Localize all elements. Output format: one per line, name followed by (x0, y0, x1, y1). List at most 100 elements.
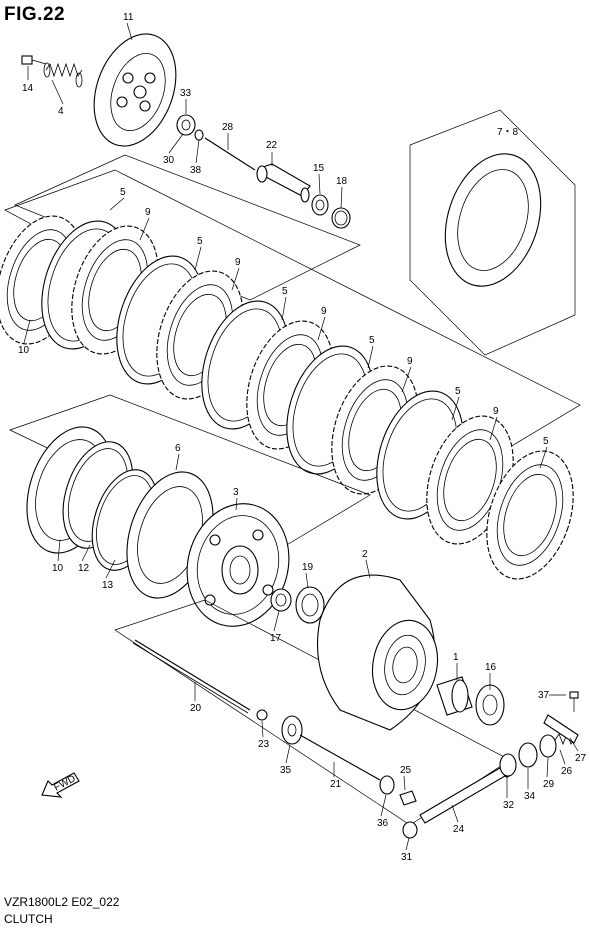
bolt-37 (569, 691, 579, 699)
needle-bearing-19 (295, 586, 325, 624)
sleeve-1 (436, 676, 473, 716)
callout-26: 26 (561, 766, 573, 777)
callout-36: 36 (377, 818, 389, 829)
leader-line (405, 837, 410, 851)
leader-line (168, 133, 184, 154)
callout-5-e: 5 (455, 386, 461, 397)
leader-line (367, 345, 374, 369)
leader-line (195, 139, 200, 164)
leader-line (51, 79, 64, 105)
push-rod-21 (299, 734, 381, 781)
leader-line (340, 186, 343, 209)
callout-leader-lines (23, 22, 579, 851)
leader-line (401, 366, 412, 393)
seal-35 (281, 715, 303, 745)
callout-29: 29 (543, 779, 555, 790)
fwd-arrow-icon: FWD (41, 772, 80, 798)
spring-26 (554, 732, 576, 746)
release-mechanism (132, 639, 579, 839)
callout-23: 23 (258, 739, 270, 750)
callout-4: 4 (58, 106, 64, 117)
figure-title: FIG.22 (4, 4, 66, 25)
leader-line (403, 775, 406, 791)
callout-27: 27 (575, 753, 587, 764)
leader-line (139, 217, 150, 241)
lever-27 (543, 714, 579, 744)
callout-1: 1 (453, 652, 459, 663)
callout-33: 33 (180, 88, 192, 99)
callout-35: 35 (280, 765, 292, 776)
release-shaft-24 (419, 760, 512, 824)
leader-line (81, 544, 91, 562)
callout-5-d: 5 (369, 335, 375, 346)
callout-19: 19 (302, 562, 314, 573)
leader-line (285, 744, 291, 764)
leader-line (194, 246, 202, 271)
leader-line (105, 559, 116, 579)
leader-line (57, 539, 61, 562)
ball-23 (256, 709, 268, 721)
callout-22: 22 (266, 140, 278, 151)
callout-11: 11 (123, 12, 134, 23)
leader-line (305, 572, 309, 589)
washer-34 (518, 742, 538, 768)
lower-plate-group (9, 394, 371, 627)
leader-line (23, 319, 31, 344)
callout-labels: 11 14 4 33 30 38 28 22 15 18 7・8 5 9 5 9… (18, 12, 587, 863)
callout-9-c: 9 (321, 306, 327, 317)
callout-30: 30 (163, 155, 175, 166)
leader-line (451, 804, 459, 823)
leader-line (235, 497, 238, 511)
callout-9-d: 9 (407, 356, 413, 367)
primary-driven-gear-2 (317, 574, 439, 731)
ball-38 (194, 129, 204, 141)
leader-line (569, 737, 579, 752)
callout-31: 31 (401, 852, 413, 863)
leader-line (451, 396, 460, 421)
callout-9-b: 9 (235, 257, 241, 268)
spring-4 (43, 62, 83, 88)
inset-plate-7-8 (409, 109, 576, 356)
callout-9-a: 9 (145, 207, 151, 218)
push-rod-20 (134, 639, 251, 711)
fwd-label: FWD (52, 773, 77, 793)
leader-line (231, 267, 240, 291)
figure-code: VZR1800L2 E02_022 (4, 895, 120, 909)
callout-15: 15 (313, 163, 325, 174)
bearing-15 (311, 194, 329, 216)
leader-line (126, 22, 133, 41)
leader-line (175, 453, 180, 471)
clutch-hub-3 (186, 503, 290, 627)
leader-line (109, 197, 125, 211)
callout-32: 32 (503, 800, 515, 811)
callout-16: 16 (485, 662, 497, 673)
rod-28 (204, 137, 256, 171)
figure-name: CLUTCH (4, 912, 53, 926)
callout-38: 38 (190, 165, 202, 176)
bearing-32 (499, 753, 517, 777)
upper-plate-stack (0, 169, 581, 580)
callout-3: 3 (233, 487, 239, 498)
oil-seal-36 (379, 775, 395, 795)
leader-line (273, 610, 280, 632)
callout-10-b: 10 (52, 563, 64, 574)
leader-line (559, 749, 566, 765)
callout-9-e: 9 (493, 406, 499, 417)
push-piece-22 (256, 163, 311, 203)
leader-line (546, 757, 549, 778)
leader-line (318, 173, 321, 195)
callout-14: 14 (22, 83, 34, 94)
callout-21: 21 (330, 779, 342, 790)
callout-18: 18 (336, 176, 348, 187)
callout-13: 13 (102, 580, 114, 591)
callout-12: 12 (78, 563, 90, 574)
leader-line (539, 446, 548, 469)
callout-10-a: 10 (18, 345, 30, 356)
piece-25 (399, 790, 417, 806)
leader-line (365, 559, 371, 579)
pressure-plate-group (14, 33, 361, 301)
callout-5-a: 5 (120, 187, 126, 198)
washer-33 (176, 114, 196, 136)
leader-line (281, 296, 287, 321)
